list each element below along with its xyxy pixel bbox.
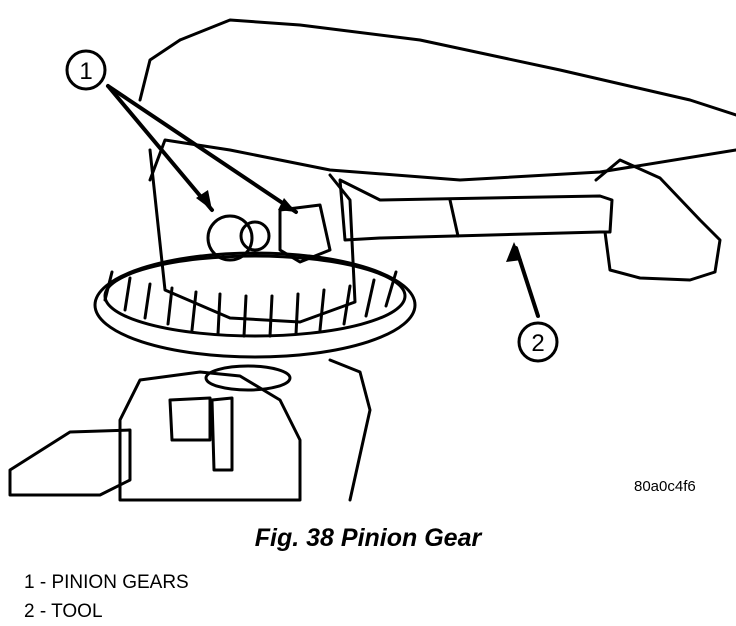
- ring-gear-inner: [103, 254, 407, 338]
- legend-label: TOOL: [51, 601, 103, 622]
- right-hand: [594, 158, 722, 282]
- legend-item-tool: 2 - TOOL: [24, 597, 189, 626]
- callout-2: 2: [517, 321, 559, 363]
- arm-upper: [178, 18, 736, 117]
- legend-label: PINION GEARS: [51, 572, 189, 593]
- differential-case: [148, 148, 357, 324]
- tool-bar-line: [448, 198, 460, 238]
- arm-lower: [138, 38, 182, 102]
- legend: 1 - PINION GEARS 2 - TOOL: [24, 568, 189, 626]
- figure-caption: Fig. 38 Pinion Gear: [254, 524, 482, 552]
- legend-separator: -: [34, 601, 52, 622]
- leader-arrow-1a: [106, 84, 214, 212]
- arrowhead-2: [506, 242, 522, 262]
- figure-code: 80a0c4f6: [634, 478, 696, 495]
- differential-drawing: 1 2: [8, 18, 736, 502]
- technical-illustration: 1 2: [8, 18, 736, 502]
- arrowhead-1b: [278, 198, 296, 212]
- legend-number: 2: [24, 601, 35, 622]
- pinion-gear-right: [278, 203, 332, 264]
- pinion-gear-center: [239, 220, 271, 252]
- callout-1: 1: [65, 49, 107, 91]
- leader-arrow-1b: [106, 84, 298, 214]
- callout-1-label: 1: [79, 58, 92, 85]
- ring-gear-teeth: [103, 270, 398, 338]
- housing-arm: [148, 138, 736, 182]
- vise-jaw-left: [168, 396, 212, 442]
- vise-body: [118, 370, 302, 502]
- arrowhead-1a: [196, 190, 212, 210]
- pinion-gear-left: [206, 214, 254, 262]
- tool-bar: [338, 178, 614, 242]
- vise-base: [8, 428, 132, 497]
- legend-separator: -: [34, 572, 52, 593]
- callout-2-label: 2: [531, 330, 544, 357]
- legend-item-pinion-gears: 1 - PINION GEARS: [24, 568, 189, 597]
- ring-gear: [93, 251, 417, 359]
- side-gear: [204, 364, 292, 392]
- housing-hand: [328, 358, 372, 502]
- legend-number: 1: [24, 572, 35, 593]
- vise-jaw-right: [210, 396, 234, 472]
